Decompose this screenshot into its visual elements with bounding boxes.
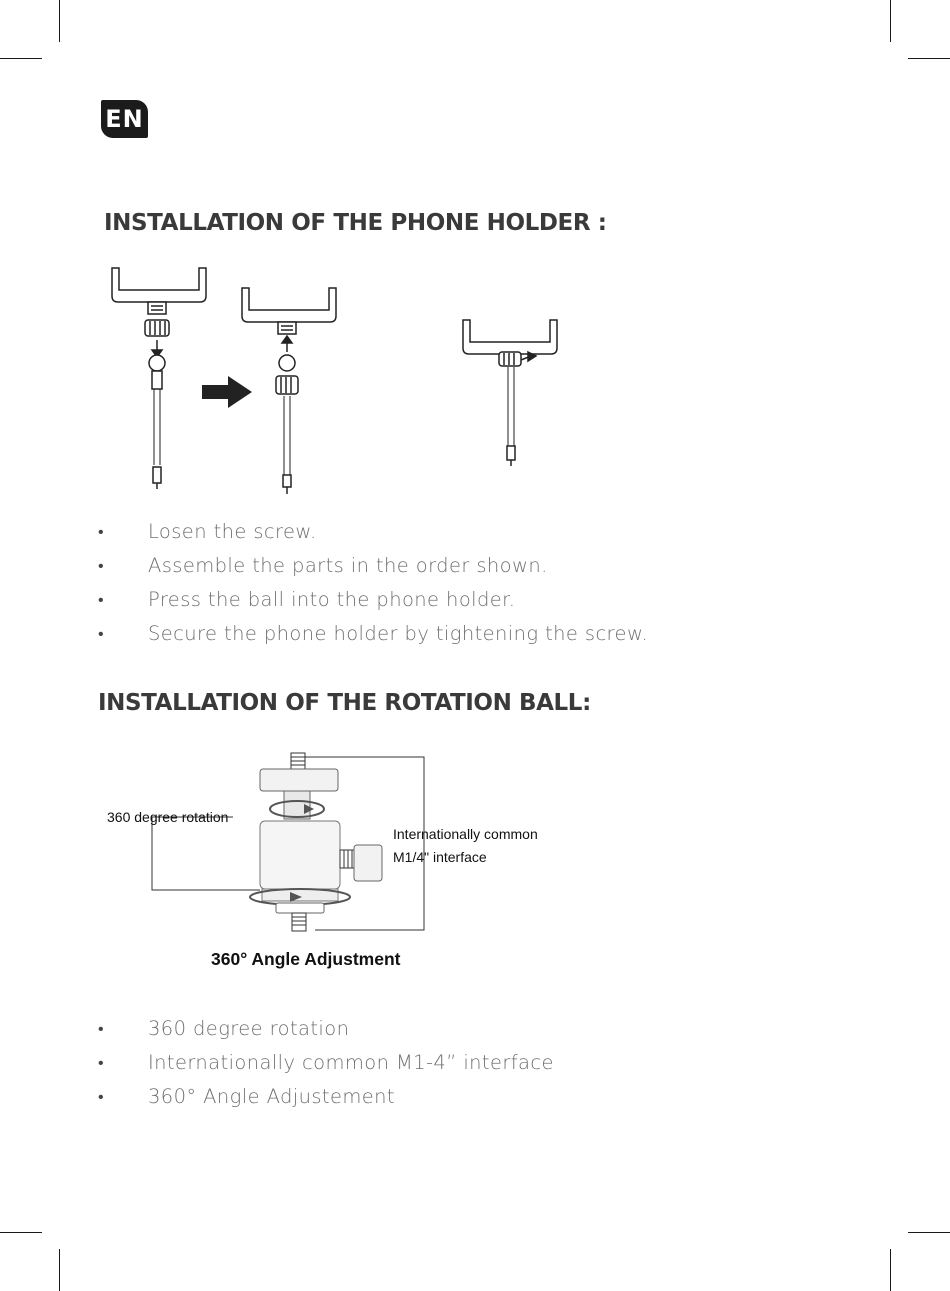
list-item: •360° Angle Adjustement (96, 1080, 554, 1114)
label-interface-line1: Internationally common (393, 826, 538, 842)
section-title-phone-holder: INSTALLATION OF THE PHONE HOLDER : (104, 210, 607, 236)
list-item: •Losen the screw. (96, 515, 648, 549)
rotation-ball-features-list: •360 degree rotation •Internationally co… (96, 1012, 554, 1114)
bullet-icon: • (98, 1053, 105, 1072)
crop-mark (59, 1249, 60, 1291)
crop-mark (908, 1232, 950, 1233)
bullet-icon: • (98, 1019, 105, 1038)
rotation-ball-diagram: 360 degree rotation Internationally comm… (107, 752, 538, 969)
bullet-icon: • (98, 556, 105, 575)
label-interface-line2: M1/4" interface (393, 849, 487, 865)
flexible-gooseneck (153, 389, 161, 465)
bullet-icon: • (98, 590, 105, 609)
list-item: •Secure the phone holder by tightening t… (96, 617, 648, 651)
crop-mark (59, 0, 60, 42)
crop-mark (0, 1232, 42, 1233)
crop-mark (0, 58, 42, 59)
section-title-rotation-ball: INSTALLATION OF THE ROTATION BALL: (98, 690, 591, 716)
bullet-icon: • (98, 522, 105, 541)
arrow-right-icon (202, 376, 252, 408)
bullet-icon: • (98, 624, 105, 643)
phone-holder-installation-figure (111, 267, 558, 494)
list-item: •Press the ball into the phone holder. (96, 583, 648, 617)
bullet-icon: • (98, 1087, 105, 1106)
list-item: •Internationally common M1-4” interface (96, 1046, 554, 1080)
phone-holder-clamp (111, 267, 207, 315)
screw-knob (144, 319, 170, 337)
language-badge: EN (101, 100, 148, 138)
crop-mark (890, 0, 891, 42)
crop-mark (908, 58, 950, 59)
label-rotation: 360 degree rotation (107, 809, 228, 825)
phone-holder-steps-list: •Losen the screw. •Assemble the parts in… (96, 515, 648, 651)
diagram-caption: 360° Angle Adjustment (211, 949, 401, 969)
list-item: •Assemble the parts in the order shown. (96, 549, 648, 583)
crop-mark (890, 1249, 891, 1291)
list-item: •360 degree rotation (96, 1012, 554, 1046)
